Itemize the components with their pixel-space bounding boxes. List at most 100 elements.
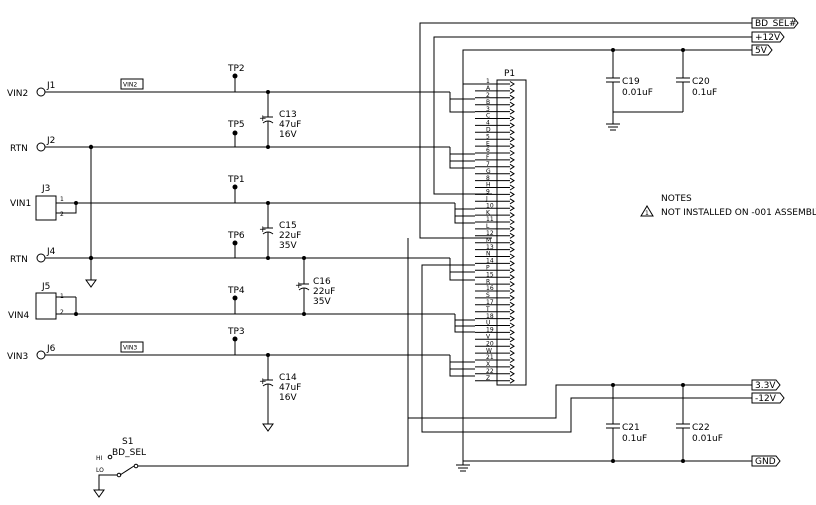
p1-row-label: Z — [486, 375, 490, 382]
p1-rows: 1A2B3C4D5E6F7G8H9J10K11L12M13N14P15R16S1… — [475, 78, 515, 384]
p1-pin-chevron — [509, 281, 515, 288]
p1-pin-chevron — [509, 129, 515, 136]
s1-hi: HI — [96, 455, 103, 462]
p1-row-label: H — [486, 182, 491, 189]
p1-pin-chevron — [509, 336, 515, 343]
j4-net-label: RTN — [10, 255, 28, 265]
port-5v-text: 5V — [755, 46, 768, 56]
j2-net-label: RTN — [10, 144, 28, 154]
p1-row-label: P — [486, 265, 490, 272]
p1-pin-chevron — [509, 198, 515, 205]
p1-pin-chevron — [509, 170, 515, 177]
p1-pin-chevron — [509, 156, 515, 163]
p1-pin-chevron — [509, 363, 515, 370]
p1-row-label: 9 — [486, 189, 490, 196]
port-3v3-text: 3.3V — [755, 381, 776, 391]
c13-value: 47uF — [279, 120, 301, 130]
p1-pin-chevron — [509, 94, 515, 101]
p1-pin-chevron — [509, 205, 515, 212]
p1-pin-chevron — [509, 232, 515, 239]
j6-terminal — [36, 350, 46, 360]
c13-voltage: 16V — [279, 130, 297, 140]
port-12v: +12V — [751, 31, 785, 43]
j4-ref: J4 — [46, 247, 56, 257]
p1-pin-chevron — [509, 246, 515, 253]
p1-pin-chevron — [509, 350, 515, 357]
j5-pin2: 2 — [60, 309, 64, 316]
junction-c22-bot — [681, 459, 685, 463]
c15-ref: C15 — [279, 221, 297, 231]
p1-pin-chevron — [509, 288, 515, 294]
connector-j2: RTN J2 — [10, 136, 55, 154]
j3-ref: J3 — [41, 184, 50, 194]
notes-text: NOT INSTALLED ON -001 ASSEMBLY — [661, 208, 816, 218]
p1-pin-chevron — [509, 212, 515, 219]
p1-pin-chevron — [509, 143, 515, 150]
j1-net-label: VIN2 — [7, 89, 28, 99]
p1-row-label: D — [486, 127, 491, 134]
p1-body — [496, 79, 527, 386]
j3-pin1: 1 — [60, 196, 64, 203]
junction-c20-top — [681, 48, 685, 52]
p1-pin-chevron — [509, 294, 515, 301]
connector-j3: VIN1 J3 1 2 — [10, 184, 64, 221]
junction-c15-bot — [266, 256, 270, 260]
p1-pin-chevron — [509, 343, 515, 350]
warning-triangle-icon — [640, 205, 654, 217]
net-tag-vin3: VIN3 — [120, 341, 144, 353]
p1-row-label: C — [486, 113, 490, 120]
p1-ref: P1 — [504, 69, 515, 79]
port-3v3: 3.3V — [751, 379, 781, 391]
j5-ref: J5 — [41, 282, 50, 292]
c19-value: 0.01uF — [622, 88, 653, 98]
p1-pin-chevron — [509, 115, 515, 122]
p1-pin-chevron — [509, 122, 515, 129]
capacitor-c15: + C15 22uF 35V — [259, 203, 301, 258]
tp1-label: TP1 — [227, 175, 245, 185]
p1-pin-chevron — [509, 184, 515, 191]
c13-ref: C13 — [279, 110, 297, 120]
junction-c13-top — [266, 90, 270, 94]
c22-value: 0.01uF — [692, 434, 723, 444]
p1-row-label: 16 — [486, 285, 494, 292]
p1-row-label: 22 — [486, 368, 494, 375]
connector-j6: VIN3 J6 — [7, 344, 56, 362]
p1-row-label: F — [486, 154, 490, 161]
p1-pin-chevron — [509, 370, 515, 377]
p1-row-label: 4 — [486, 120, 490, 127]
notes: NOTES 1 NOT INSTALLED ON -001 ASSEMBLY — [640, 194, 816, 218]
connector-j1: VIN2 J1 — [7, 81, 55, 99]
p1-row-label: J — [485, 196, 488, 203]
c19-ref: C19 — [622, 77, 640, 87]
j4-terminal — [36, 253, 46, 263]
junction-c22-top — [681, 383, 685, 387]
port-bd-sel-text: BD_SEL# — [755, 19, 797, 29]
p1-row-label: 18 — [486, 313, 494, 320]
connector-j4: RTN J4 — [10, 247, 56, 265]
p1-row-label: S — [486, 292, 490, 299]
tp4-label: TP4 — [227, 286, 245, 296]
c14-value: 47uF — [279, 383, 301, 393]
p1-pin-chevron — [509, 267, 515, 274]
c16-plus: + — [295, 281, 303, 291]
p1-row-label: N — [486, 251, 491, 258]
p1-row-label: 2 — [486, 92, 490, 99]
j1-ref: J1 — [46, 81, 55, 91]
p1-pin-chevron — [509, 301, 515, 308]
capacitor-c14: + C14 47uF 16V — [259, 355, 301, 432]
junction-rtn-j4 — [88, 255, 94, 261]
ground-top — [606, 112, 620, 131]
s1-ref: S1 — [122, 437, 133, 447]
input-wires — [45, 91, 455, 356]
p1-row-label: 17 — [486, 299, 494, 306]
p1-row-label: V — [486, 334, 491, 341]
p1-row-label: M — [486, 237, 491, 244]
p1-pin-chevron — [509, 150, 515, 156]
capacitor-c20: C20 0.1uF — [676, 77, 717, 112]
p1-row-label: 11 — [486, 216, 494, 223]
testpoint-tp3: TP3 — [227, 327, 245, 355]
net-tag-vin3-text: VIN3 — [123, 345, 137, 352]
p1-row-label: 19 — [486, 327, 494, 334]
p1-row-label: 10 — [486, 202, 494, 209]
